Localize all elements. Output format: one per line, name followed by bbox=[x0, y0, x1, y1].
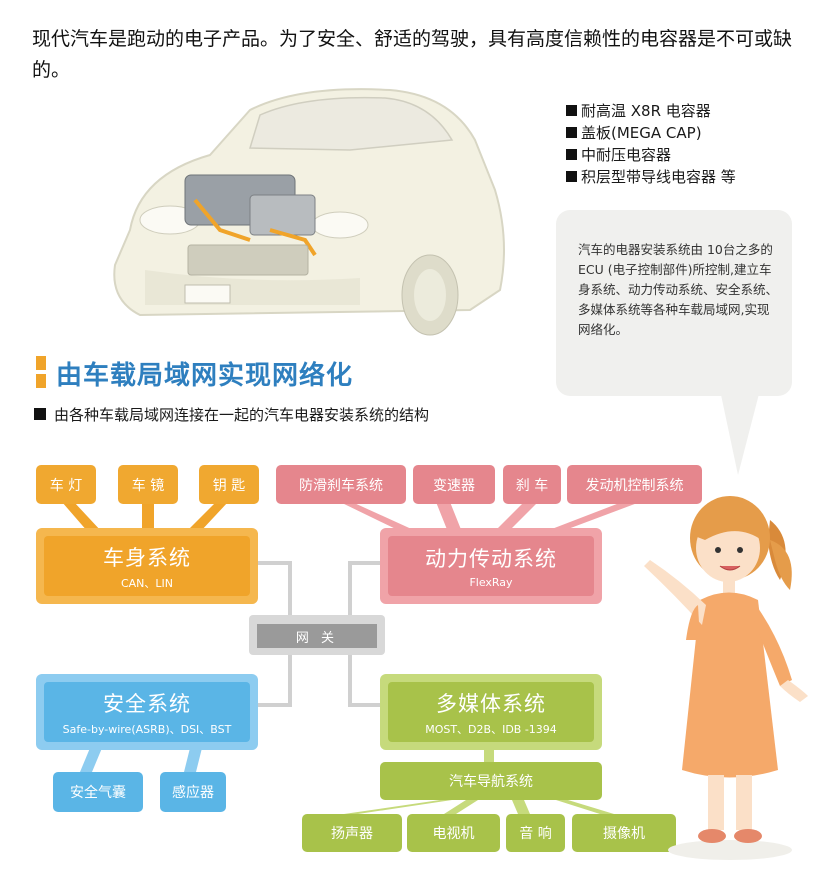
multimedia-child-camera: 摄像机 bbox=[572, 814, 676, 852]
multimedia-system-name: 多媒体系统 bbox=[436, 691, 546, 716]
body-system-box: 车身系统 CAN、LIN bbox=[36, 528, 258, 604]
section-subheading: 由各种车载局域网连接在一起的汽车电器安装系统的结构 bbox=[34, 404, 429, 425]
body-system-name: 车身系统 bbox=[103, 545, 191, 570]
safety-child-airbag: 安全气囊 bbox=[53, 772, 143, 812]
gateway-label: 网 关 bbox=[257, 624, 377, 648]
powertrain-child-abs: 防滑刹车系统 bbox=[276, 465, 406, 504]
powertrain-system-protocol: FlexRay bbox=[469, 576, 513, 589]
powertrain-system-box: 动力传动系统 FlexRay bbox=[380, 528, 602, 604]
powertrain-child-brake: 刹 车 bbox=[503, 465, 561, 504]
capacitor-item: 中耐压电容器 bbox=[566, 144, 736, 166]
girl-character-illustration bbox=[644, 496, 808, 860]
capacitor-item: 盖板(MEGA CAP) bbox=[566, 122, 736, 144]
multimedia-system-protocol: MOST、D2B、IDB -1394 bbox=[425, 722, 557, 736]
heading-marker-icon bbox=[36, 356, 46, 388]
square-bullet-icon bbox=[34, 408, 46, 420]
body-system-protocol: CAN、LIN bbox=[120, 576, 174, 590]
capacitor-item: 积层型带导线电容器 等 bbox=[566, 166, 736, 188]
body-child-lights: 车 灯 bbox=[36, 465, 96, 504]
powertrain-child-engine-control: 发动机控制系统 bbox=[567, 465, 702, 504]
multimedia-child-speaker: 扬声器 bbox=[302, 814, 402, 852]
multimedia-system-box: 多媒体系统 MOST、D2B、IDB -1394 bbox=[380, 674, 602, 750]
safety-system-box: 安全系统 Safe-by-wire(ASRB)、DSI、BST bbox=[36, 674, 258, 750]
capacitor-item: 耐高温 X8R 电容器 bbox=[566, 100, 736, 122]
safety-system-protocol: Safe-by-wire(ASRB)、DSI、BST bbox=[62, 722, 232, 736]
body-child-keys: 钥 匙 bbox=[199, 465, 259, 504]
section-heading: 由车载局域网实现网络化 bbox=[56, 361, 354, 391]
square-bullet-icon bbox=[566, 105, 577, 116]
speech-bubble bbox=[556, 210, 792, 396]
powertrain-child-transmission: 变速器 bbox=[413, 465, 495, 504]
navigation-system-box: 汽车导航系统 bbox=[380, 762, 602, 800]
multimedia-child-audio: 音 响 bbox=[506, 814, 565, 852]
square-bullet-icon bbox=[566, 171, 577, 182]
body-child-mirrors: 车 镜 bbox=[118, 465, 178, 504]
intro-text: 现代汽车是跑动的电子产品。为了安全、舒适的驾驶，具有高度信赖性的电容器是不可或缺… bbox=[32, 28, 793, 81]
speech-text: 汽车的电器安装系统由 10台之多的 ECU (电子控制部件)所控制,建立车身系统… bbox=[578, 242, 779, 337]
capacitor-list: 耐高温 X8R 电容器 盖板(MEGA CAP) 中耐压电容器 积层型带导线电容… bbox=[566, 100, 736, 188]
safety-child-sensor: 感应器 bbox=[160, 772, 226, 812]
multimedia-child-tv: 电视机 bbox=[407, 814, 500, 852]
square-bullet-icon bbox=[566, 127, 577, 138]
powertrain-system-name: 动力传动系统 bbox=[425, 547, 557, 571]
square-bullet-icon bbox=[566, 149, 577, 160]
speech-bubble-tail bbox=[720, 390, 760, 475]
safety-system-name: 安全系统 bbox=[103, 691, 191, 716]
car-illustration bbox=[113, 88, 505, 336]
